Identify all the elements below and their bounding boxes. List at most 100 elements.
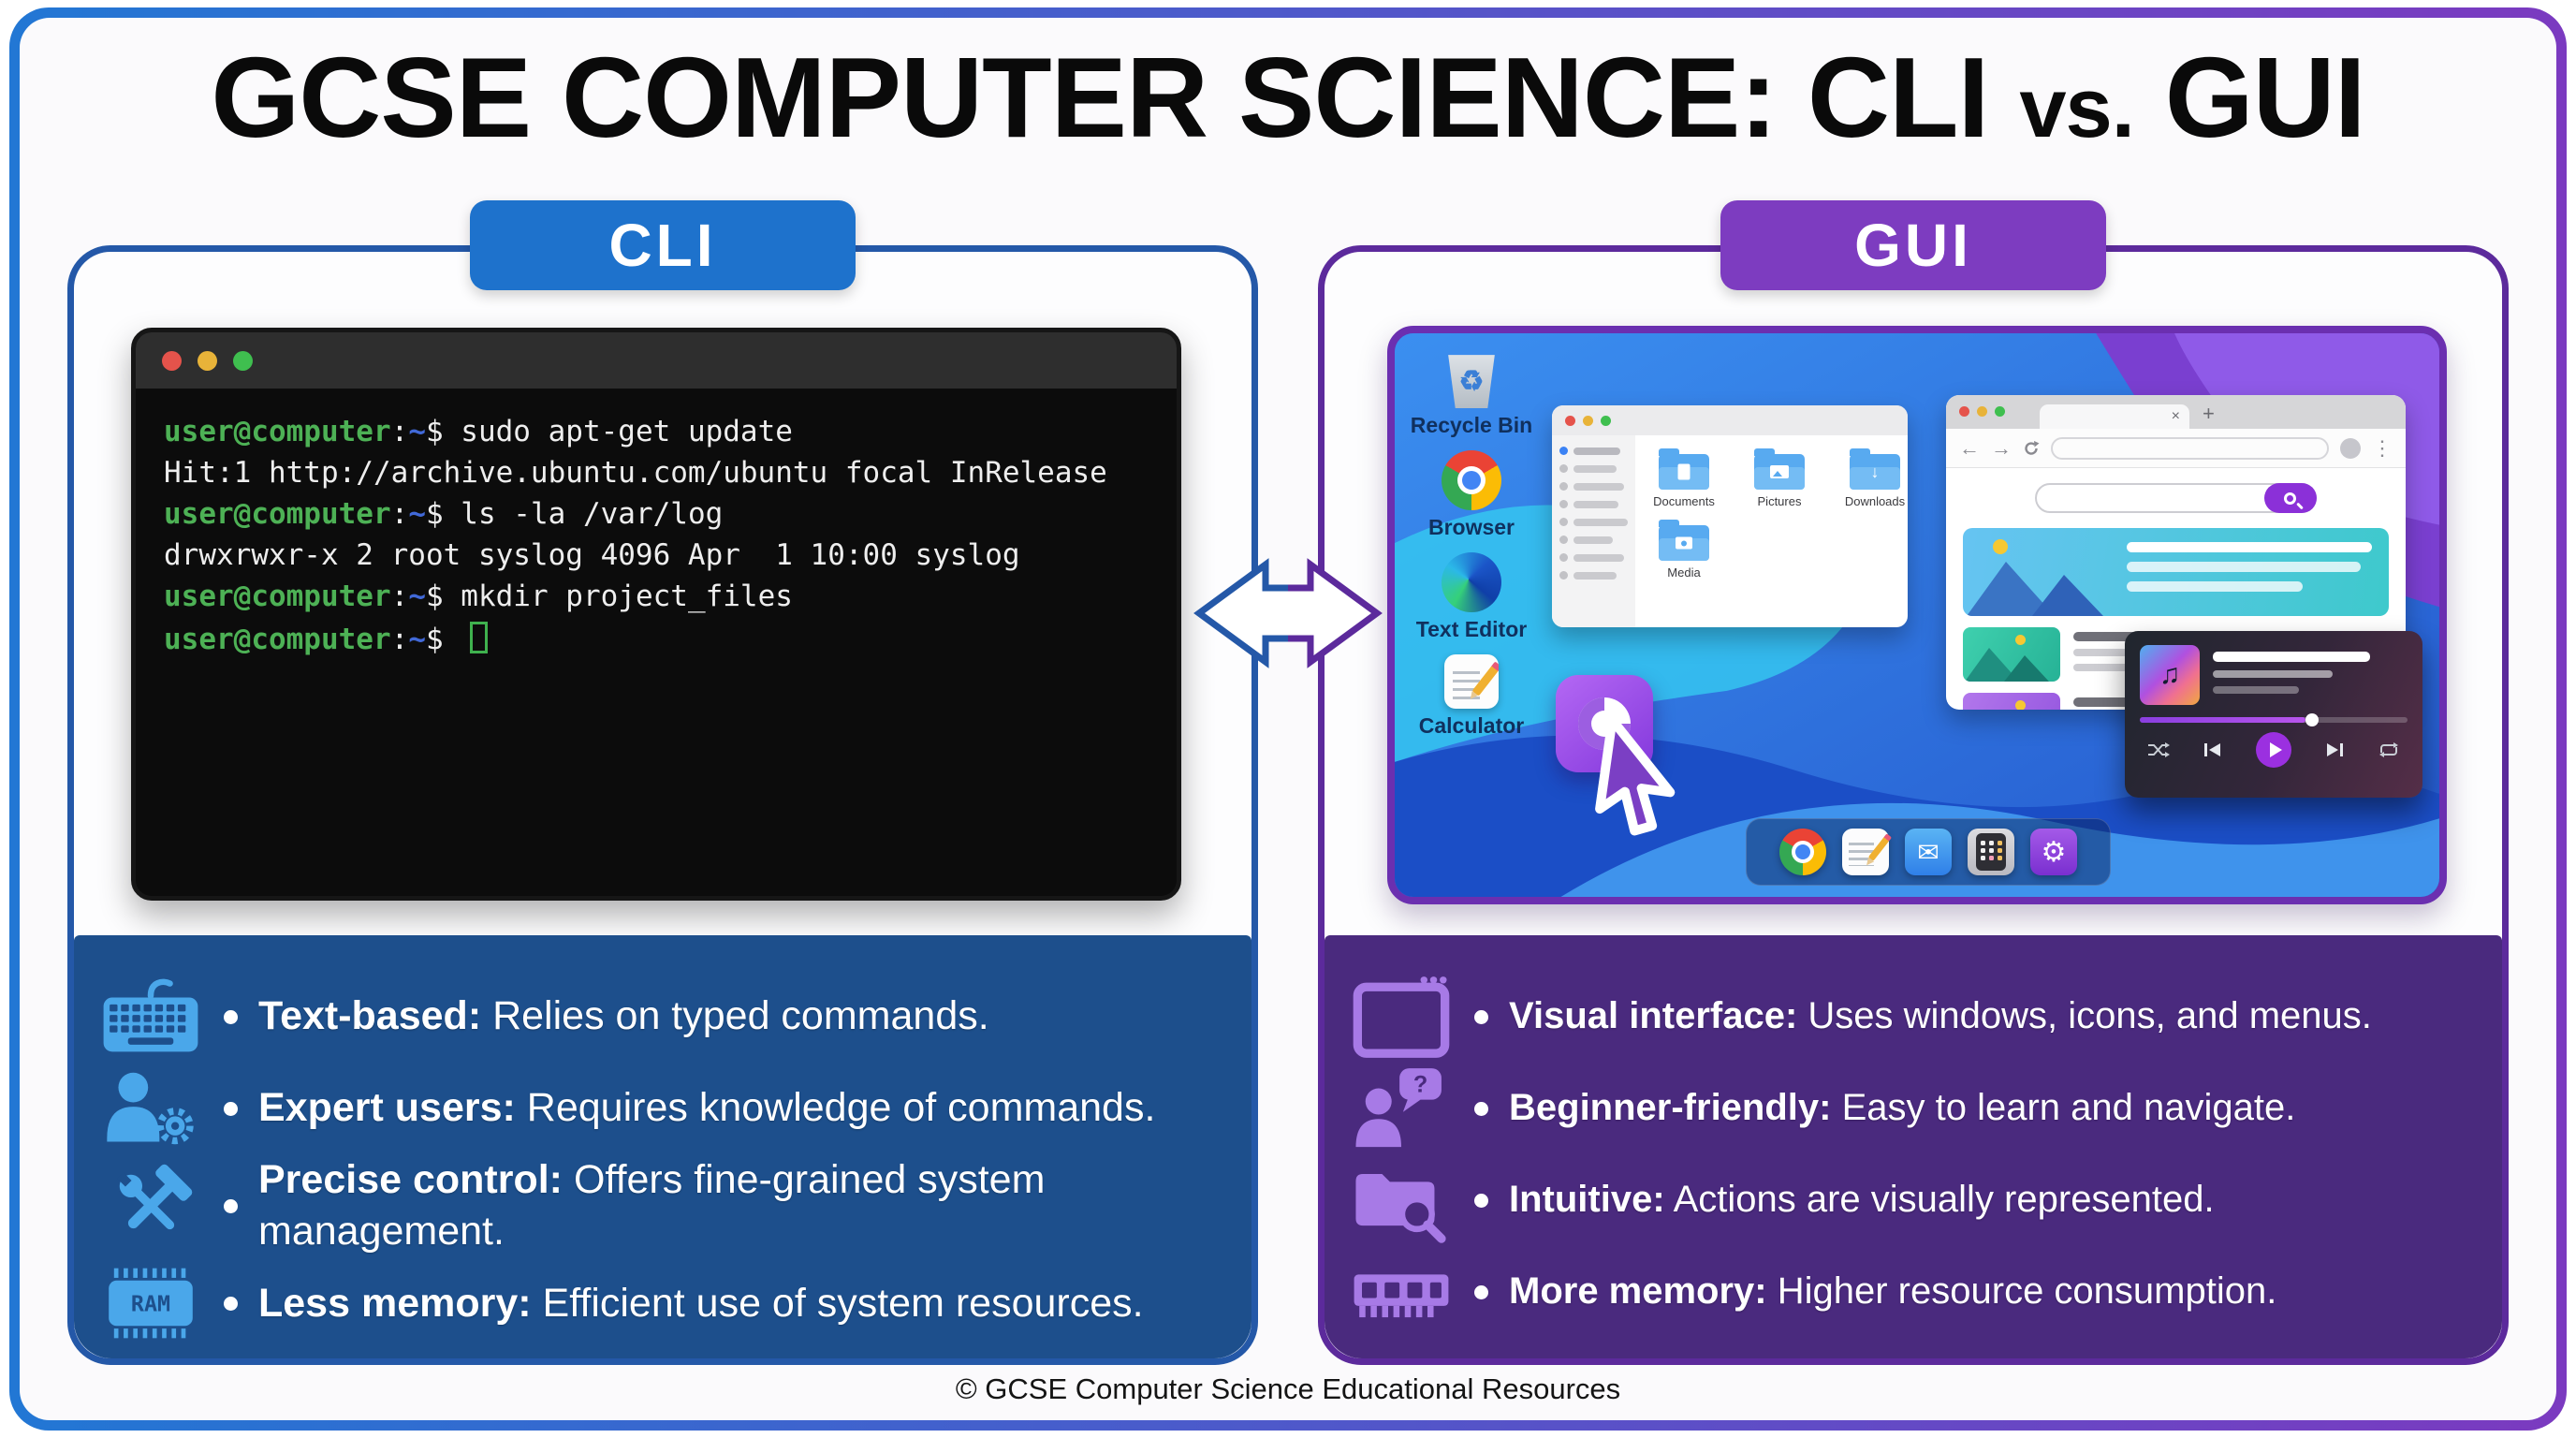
terminal-line: Hit:1 http://archive.ubuntu.com/ubuntu f… [164,456,1107,490]
play-button[interactable] [2256,732,2291,768]
shuffle-icon[interactable] [2147,741,2170,758]
next-track-icon[interactable] [2325,741,2344,758]
terminal-titlebar [136,332,1177,389]
recycle-bin-icon[interactable]: ♻ [1448,355,1495,408]
feature-text: Precise control: Offers fine-grained sys… [258,1157,1046,1255]
browser-tab[interactable]: × [2040,404,2189,429]
desktop-icon-browser[interactable]: Browser [1428,450,1515,540]
terminal-line: user@computer:~$ ls -la /var/log [164,497,724,531]
sidebar-item[interactable] [1559,482,1628,491]
folder-icon: ↓ [1850,448,1900,490]
dock-notes-icon[interactable] [1842,829,1893,875]
feature-item: Visual interface: Uses windows, icons, a… [1349,971,2461,1063]
svg-text:?: ? [1413,1071,1427,1097]
bullet-dot [1474,1284,1488,1299]
feature-text: Expert users: Requires knowledge of comm… [258,1085,1156,1131]
folder-icon [1754,448,1805,490]
feature-item: Precise control: Offers fine-grained sys… [98,1154,1210,1257]
minimize-button[interactable] [1977,406,1987,417]
browser-icon[interactable] [1441,450,1501,510]
url-bar[interactable] [2051,436,2329,460]
sidebar-item[interactable] [1559,536,1628,544]
maximize-button[interactable] [233,350,253,371]
title-suffix: GUI [2133,34,2366,161]
browser-tabbar: × + [1946,395,2406,429]
sidebar-item[interactable] [1559,553,1628,562]
desktop-icon-label: Text Editor [1415,617,1528,641]
footer-credit: © GCSE Computer Science Educational Reso… [955,1372,1621,1405]
maximize-button[interactable] [1995,406,2005,417]
maximize-button[interactable] [1601,415,1611,426]
back-icon[interactable]: ← [1959,435,1980,460]
feature-text: Text-based: Relies on typed commands. [258,993,989,1039]
ram-chip-icon: RAM [98,1257,203,1349]
gui-badge: GUI [1720,200,2106,290]
reload-icon[interactable] [2023,440,2040,457]
menu-icon[interactable]: ⋮ [2372,435,2393,460]
new-tab-button[interactable]: + [2203,402,2215,425]
dock-settings-icon[interactable]: ⚙ [2030,829,2077,875]
sidebar-item[interactable] [1559,447,1628,455]
desktop-icon-label: Recycle Bin [1410,413,1533,437]
bullet-dot [224,1101,238,1116]
track-info [2213,645,2370,705]
feature-text: Beginner-friendly: Easy to learn and nav… [1509,1087,2296,1129]
sidebar-item[interactable] [1559,500,1628,508]
bullet-dot [1474,1009,1488,1024]
desktop-icon-text-editor[interactable]: Text Editor [1416,552,1527,642]
sidebar-item[interactable] [1559,518,1628,526]
album-art: ♫ [2140,645,2200,705]
folder-documents[interactable]: Documents [1647,448,1721,508]
bullet-dot [224,1198,238,1213]
repeat-icon[interactable] [2378,741,2400,758]
sidebar-item[interactable] [1559,464,1628,473]
close-button[interactable] [1565,415,1575,426]
profile-avatar[interactable] [2340,437,2361,459]
bullet-dot [224,1296,238,1311]
search-button[interactable] [2263,483,2317,513]
sidebar-item[interactable] [1559,571,1628,580]
folder-label: Downloads [1844,494,1906,508]
terminal-line: user@computer:~$ mkdir project_files [164,580,793,613]
page-search-bar[interactable] [2035,483,2317,513]
desktop-icon-recycle-bin[interactable]: ♻ Recycle Bin [1411,354,1532,438]
dock-calculator-icon[interactable] [1968,829,2014,875]
feature-text: Intuitive: Actions are visually represen… [1509,1179,2215,1221]
feature-item: ? Beginner-friendly: Easy to learn and na… [1349,1063,2461,1154]
cli-badge: CLI [470,200,856,290]
close-button[interactable] [1959,406,1969,417]
file-manager-sidebar[interactable] [1552,435,1635,627]
memory-stick-icon [1349,1246,1454,1338]
title-vs: vs. [2019,61,2134,155]
cli-gui-exchange-arrow-icon [1193,558,1383,668]
desktop-icon-calculator[interactable]: Calculator [1419,654,1524,739]
gui-feature-list: Visual interface: Uses windows, icons, a… [1325,935,2502,1358]
progress-knob[interactable] [2305,713,2320,726]
close-button[interactable] [162,350,182,371]
folder-media[interactable]: Media [1647,520,1721,580]
folder-pictures[interactable]: Pictures [1742,448,1817,508]
folder-downloads[interactable]: ↓ Downloads [1837,448,1908,508]
forward-icon[interactable]: → [1991,435,2012,460]
dock-mail-icon[interactable]: ✉ [1905,829,1952,875]
previous-track-icon[interactable] [2203,741,2222,758]
text-editor-icon[interactable] [1441,552,1501,612]
mouse-cursor-icon [1595,714,1676,836]
search-icon [2284,492,2297,505]
minimize-button[interactable] [1583,415,1593,426]
dock-browser-icon[interactable] [1779,829,1826,875]
bullet-dot [1474,1101,1488,1116]
tab-close-icon[interactable]: × [2171,408,2180,424]
calculator-icon[interactable] [1443,654,1499,709]
feature-text: Visual interface: Uses windows, icons, a… [1509,995,2372,1037]
progress-bar[interactable] [2140,713,2408,726]
minimize-button[interactable] [198,350,217,371]
folder-search-icon [1349,1154,1454,1246]
hero-image-card [1963,528,2389,616]
folder-icon [1659,448,1709,490]
folder-label: Media [1667,565,1701,580]
